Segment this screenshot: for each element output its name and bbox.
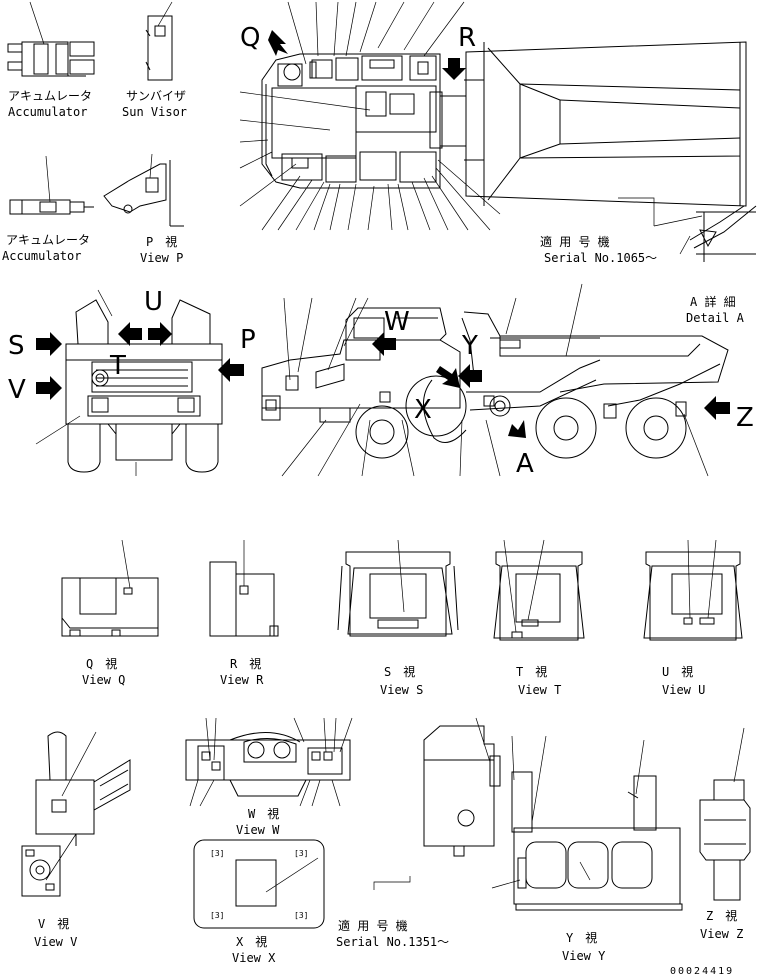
arrow-v [36, 376, 62, 400]
accumulator-1-label-jp: アキュムレータ [8, 89, 92, 103]
sun-visor-figure [145, 1, 173, 81]
letter-t: T [109, 351, 126, 381]
view-u-label-en: View U [662, 683, 705, 697]
view-t-label-jp: T 視 [516, 664, 547, 679]
sun-visor-label-jp: サンバイザ [126, 89, 186, 103]
view-t-figure [493, 539, 585, 641]
view-z-label-jp: Z 視 [706, 908, 737, 923]
view-u-label-jp: U 視 [662, 664, 693, 679]
view-y-label-en: View Y [562, 949, 606, 963]
detail-a-figure [618, 197, 757, 262]
view-v-label-en: View V [34, 935, 77, 949]
sun-visor-label-en: Sun Visor [122, 105, 187, 119]
arrow-p [218, 358, 244, 382]
arrow-y [458, 364, 482, 388]
view-v-label-jp: V 視 [38, 916, 69, 931]
detail-a-label-jp: A 詳 細 [690, 294, 736, 309]
view-z-label-en: View Z [700, 927, 743, 941]
letter-a: A [516, 449, 534, 479]
view-q-label-en: View Q [82, 673, 125, 687]
view-x-figure [193, 839, 325, 929]
arrow-r [442, 58, 466, 80]
arrow-z [704, 396, 730, 420]
letter-r: R [458, 23, 476, 53]
letter-s: S [8, 331, 25, 361]
letter-z: Z [736, 403, 754, 433]
letter-x: X [414, 395, 432, 425]
view-p-label-en: View P [140, 251, 183, 265]
view-v-figure [21, 731, 131, 897]
view-x-label-jp: X 視 [236, 934, 267, 949]
truck-top-view [239, 1, 747, 231]
view-p-label-jp: P 視 [146, 234, 177, 249]
drawing-number: 00024419 [670, 966, 734, 977]
truck-front-view [35, 289, 223, 476]
arrow-u-left [118, 322, 142, 346]
serial-1351-label-en: Serial No.1351～ [336, 935, 449, 949]
serial-1065-label-en: Serial No.1065～ [544, 251, 657, 265]
plate-mark-tr: [3] [294, 849, 308, 858]
view-r-label-en: View R [220, 673, 264, 687]
view-w-label-jp: W 視 [248, 806, 279, 821]
serial-1351-label-jp: 適 用 号 機 [338, 918, 408, 933]
view-w-label-en: View W [236, 823, 280, 837]
accumulator-1-label-en: Accumulator [8, 105, 87, 119]
view-u-figure [643, 539, 743, 641]
view-q-label-jp: Q 視 [86, 656, 117, 671]
detail-a-label-en: Detail A [686, 311, 745, 325]
arrow-s [36, 332, 62, 356]
view-y-label-jp: Y 視 [566, 930, 597, 945]
view-q-figure [61, 539, 159, 637]
letter-p: P [240, 325, 256, 355]
letter-v: V [8, 375, 26, 405]
letter-u: U [144, 287, 163, 317]
letter-w: W [384, 307, 410, 337]
letter-y: Y [461, 331, 478, 361]
view-p-figure [103, 153, 184, 227]
view-r-label-jp: R 視 [230, 656, 261, 671]
view-x-label-en: View X [232, 951, 276, 965]
plate-mark-bl: [3] [210, 911, 224, 920]
serial-1351-bracket [373, 876, 411, 890]
accumulator-2-label-jp: アキュムレータ [6, 233, 90, 247]
letter-q: Q [240, 23, 260, 53]
arrow-u-right [148, 322, 172, 346]
accumulator-2-figure [9, 155, 94, 215]
arrow-a [508, 420, 526, 438]
plate-mark-tl: [3] [210, 849, 224, 858]
accumulator-2-label-en: Accumulator [2, 249, 81, 263]
accumulator-1-figure [7, 1, 95, 77]
view-y-figure [423, 717, 683, 911]
view-z-figure [699, 727, 751, 901]
arrow-q [268, 30, 288, 56]
view-w-figure [185, 717, 353, 807]
view-s-label-en: View S [380, 683, 423, 697]
plate-mark-br: [3] [294, 911, 308, 920]
view-s-figure [337, 539, 459, 637]
arrow-x [436, 366, 460, 388]
view-s-label-jp: S 視 [384, 664, 415, 679]
serial-1065-label-jp: 適 用 号 機 [540, 234, 610, 249]
view-t-label-en: View T [518, 683, 561, 697]
view-r-figure [209, 540, 279, 637]
truck-side-view [261, 283, 729, 477]
